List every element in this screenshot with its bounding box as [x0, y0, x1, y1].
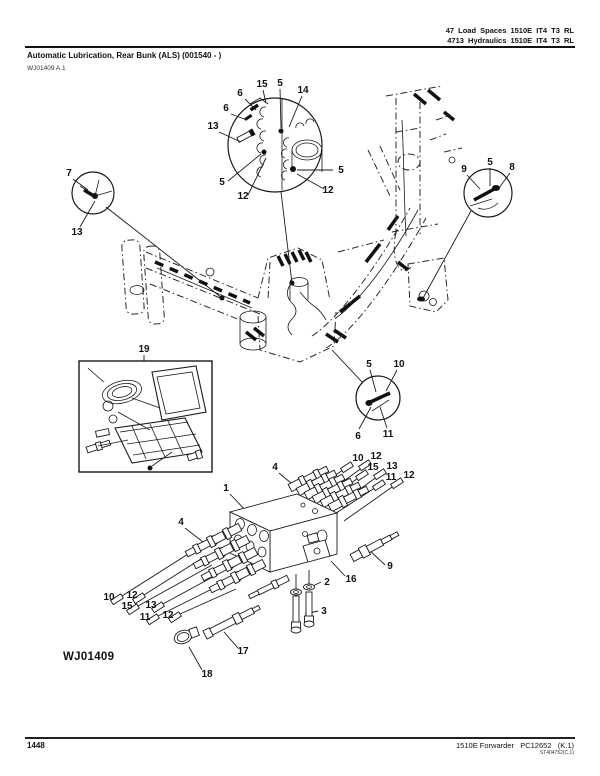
- callout-1-20: 1: [223, 483, 229, 494]
- mount-hardware: [290, 570, 315, 634]
- callout-11-27: 11: [386, 472, 397, 483]
- callout-2-37: 2: [324, 577, 330, 588]
- callout-10-23: 10: [352, 453, 364, 464]
- callout-14-3: 14: [297, 85, 309, 96]
- hoses-lower-left: [110, 548, 237, 626]
- detail-circle-lower: [331, 349, 401, 430]
- callout-12-34: 12: [162, 610, 174, 621]
- footer-rule: [25, 737, 575, 739]
- callout-17-39: 17: [237, 646, 249, 657]
- callout-6-4: 6: [223, 103, 229, 114]
- callout-6-0: 6: [237, 88, 243, 99]
- distribution-block-assembly: [110, 459, 404, 671]
- callout-9-35: 9: [387, 561, 393, 572]
- callout-5-2: 5: [277, 78, 283, 89]
- callout-15-25: 15: [367, 462, 379, 473]
- drawing-reference: WJ01409 A.1: [27, 65, 66, 72]
- grease-hose-13: [236, 128, 256, 143]
- callout-10-16: 10: [393, 359, 405, 370]
- footer-doc-sub: ST404752(C.1): [539, 750, 574, 756]
- detail-circle-left: [71, 171, 223, 299]
- detail-circle-right: [421, 168, 513, 301]
- callout-13-5: 13: [207, 121, 219, 132]
- callout-19-19: 19: [138, 344, 150, 355]
- figure-code: WJ01409: [63, 651, 114, 663]
- callout-12-28: 12: [403, 470, 415, 481]
- header-rule: [25, 46, 575, 48]
- machine-frame: [121, 85, 463, 363]
- page-number: 1448: [27, 741, 45, 750]
- callout-11-18: 11: [383, 429, 394, 440]
- callout-5-8: 5: [338, 165, 344, 176]
- callout-4-21: 4: [272, 462, 278, 473]
- elbow-fitting-16: [302, 532, 331, 563]
- callout-13-26: 13: [386, 461, 398, 472]
- footer-doc-line: 1510E Forwarder PC12652 (K.1): [456, 741, 574, 750]
- callout-7-10: 7: [66, 168, 72, 179]
- callout-5-15: 5: [366, 359, 372, 370]
- callout-12-7: 12: [237, 191, 249, 202]
- callout-4-22: 4: [178, 517, 184, 528]
- detail-circle-top: [218, 88, 333, 284]
- callout-3-38: 3: [321, 606, 327, 617]
- straight-fitting-9: [349, 531, 400, 563]
- callout-18-40: 18: [201, 669, 213, 680]
- callout-12-24: 12: [370, 451, 382, 462]
- callout-16-36: 16: [345, 574, 357, 585]
- hose-end-17: [202, 604, 261, 640]
- callout-9-12: 9: [461, 164, 467, 175]
- callout-12-30: 12: [126, 590, 138, 601]
- callout-10-29: 10: [103, 592, 115, 603]
- callout-11-33: 11: [140, 612, 151, 623]
- callout-8-14: 8: [509, 162, 515, 173]
- section-title: Automatic Lubrication, Rear Bunk (ALS) (…: [27, 51, 222, 60]
- page-header: 47 Load Spaces 1510E IT4 T3 RL 4713 Hydr…: [446, 26, 574, 46]
- callout-13-32: 13: [145, 600, 157, 611]
- block-outlet-hose: [247, 574, 290, 600]
- header-line-2: 4713 Hydraulics 1510E IT4 T3 RL: [447, 36, 574, 45]
- callout-15-1: 15: [256, 79, 268, 90]
- callout-6-17: 6: [355, 431, 361, 442]
- callout-15-31: 15: [121, 601, 133, 612]
- service-kit-box: [78, 355, 213, 473]
- callout-5-6: 5: [219, 177, 225, 188]
- header-line-1: 47 Load Spaces 1510E IT4 T3 RL: [445, 26, 574, 35]
- callout-12-9: 12: [322, 185, 334, 196]
- callout-13-11: 13: [71, 227, 83, 238]
- callout-5-13: 5: [487, 157, 493, 168]
- plug-18: [173, 626, 200, 645]
